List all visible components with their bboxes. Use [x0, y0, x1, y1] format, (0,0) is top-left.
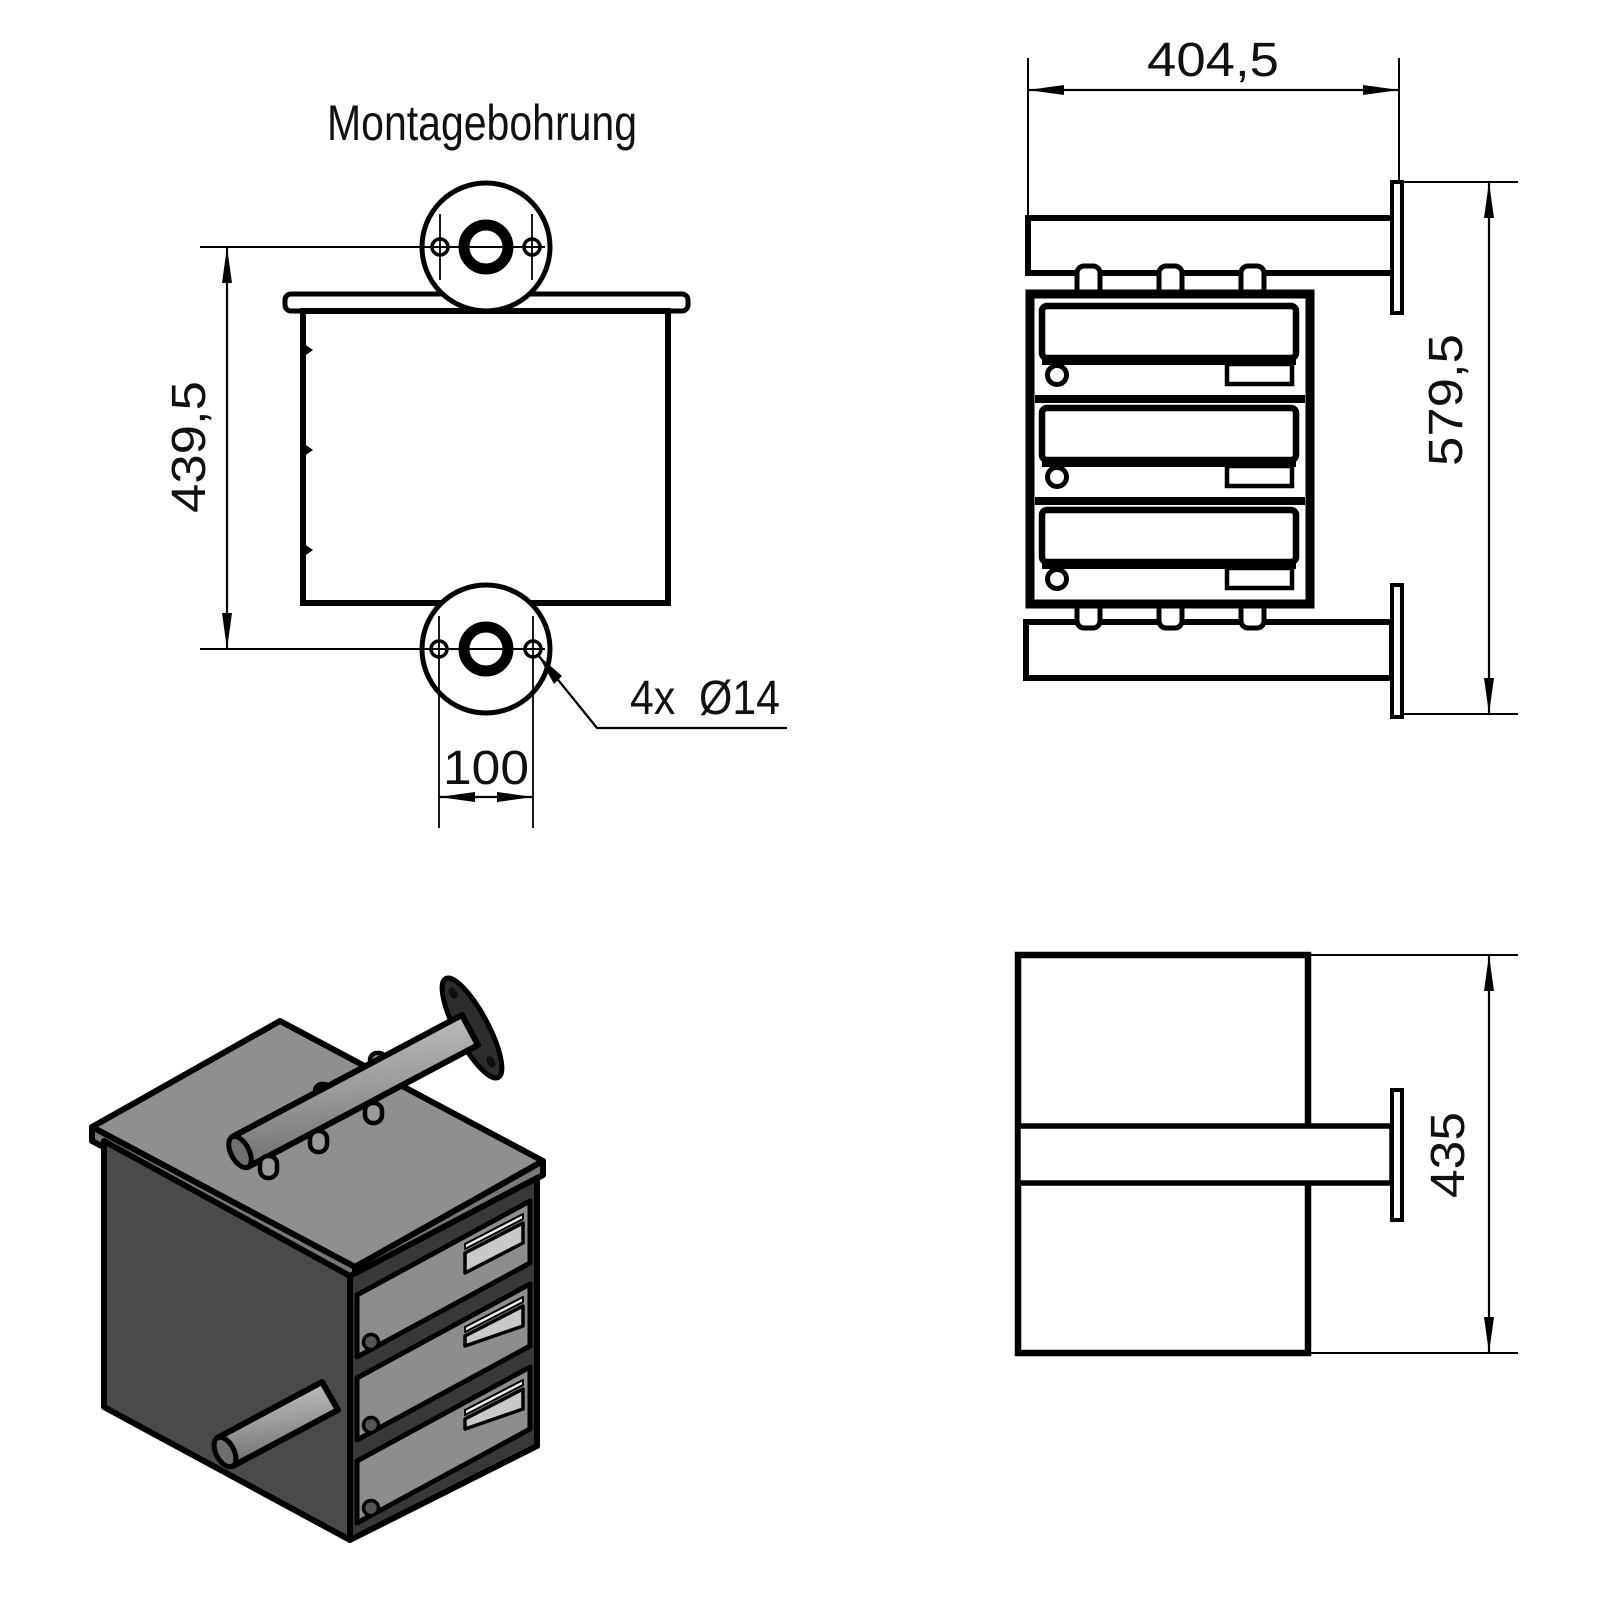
name-plate: [1224, 361, 1295, 387]
dim-439-5-label: 439,5: [163, 381, 216, 513]
hinge-tick: [303, 343, 313, 357]
wall-tube-end-cap: [226, 1133, 254, 1171]
mail-flap: [1038, 302, 1300, 362]
mail-slit: [464, 1213, 524, 1250]
leader-arrowhead: [538, 655, 562, 684]
wall-flange: [1390, 1088, 1404, 1222]
name-plate: [463, 1387, 525, 1431]
view-top-plan: [1014, 951, 1518, 1357]
view-isometric: [89, 975, 546, 1543]
lock-cylinder: [1045, 465, 1069, 489]
dim-435-label: 435: [1422, 1112, 1475, 1198]
wall-tube: [1015, 1123, 1395, 1186]
hinge-tick: [303, 443, 313, 457]
lock-cylinder: [361, 1415, 381, 1435]
hinge-tick: [303, 543, 313, 557]
lock-cylinder: [361, 1498, 381, 1518]
view-side-elevation: [1023, 58, 1518, 719]
mail-flap: [1038, 404, 1300, 464]
name-plate: [1224, 565, 1295, 591]
tube-spacer: [257, 1153, 280, 1181]
name-plate: [1224, 463, 1295, 489]
view-front-mounting: [200, 180, 787, 828]
bottom-wall-tube: [1023, 619, 1395, 681]
wall-tube-end-cap: [211, 1434, 239, 1470]
mail-slit: [464, 1296, 524, 1333]
mail-flap: [1038, 506, 1300, 566]
flange-bolt-hole: [448, 987, 458, 999]
hole-note-label: 4x Ø14: [630, 672, 780, 725]
flange-bolt-hole: [486, 1056, 496, 1068]
dim-579-5-label: 579,5: [1420, 334, 1473, 466]
tube-spacer: [362, 1100, 385, 1126]
box-body: [300, 308, 671, 606]
tube-spacer: [307, 1128, 330, 1155]
dim-404-5-label: 404,5: [1147, 34, 1279, 87]
mail-slit: [464, 1379, 524, 1416]
name-plate: [463, 1221, 525, 1275]
bottom-wall-flange: [1390, 583, 1404, 719]
dim-100-label: 100: [443, 742, 529, 795]
top-wall-flange: [1390, 180, 1404, 315]
lock-cylinder: [1045, 363, 1069, 387]
view-title: Montagebohrung: [327, 95, 637, 151]
lock-cylinder: [361, 1332, 381, 1352]
name-plate: [463, 1304, 525, 1348]
lock-cylinder: [1045, 567, 1069, 591]
